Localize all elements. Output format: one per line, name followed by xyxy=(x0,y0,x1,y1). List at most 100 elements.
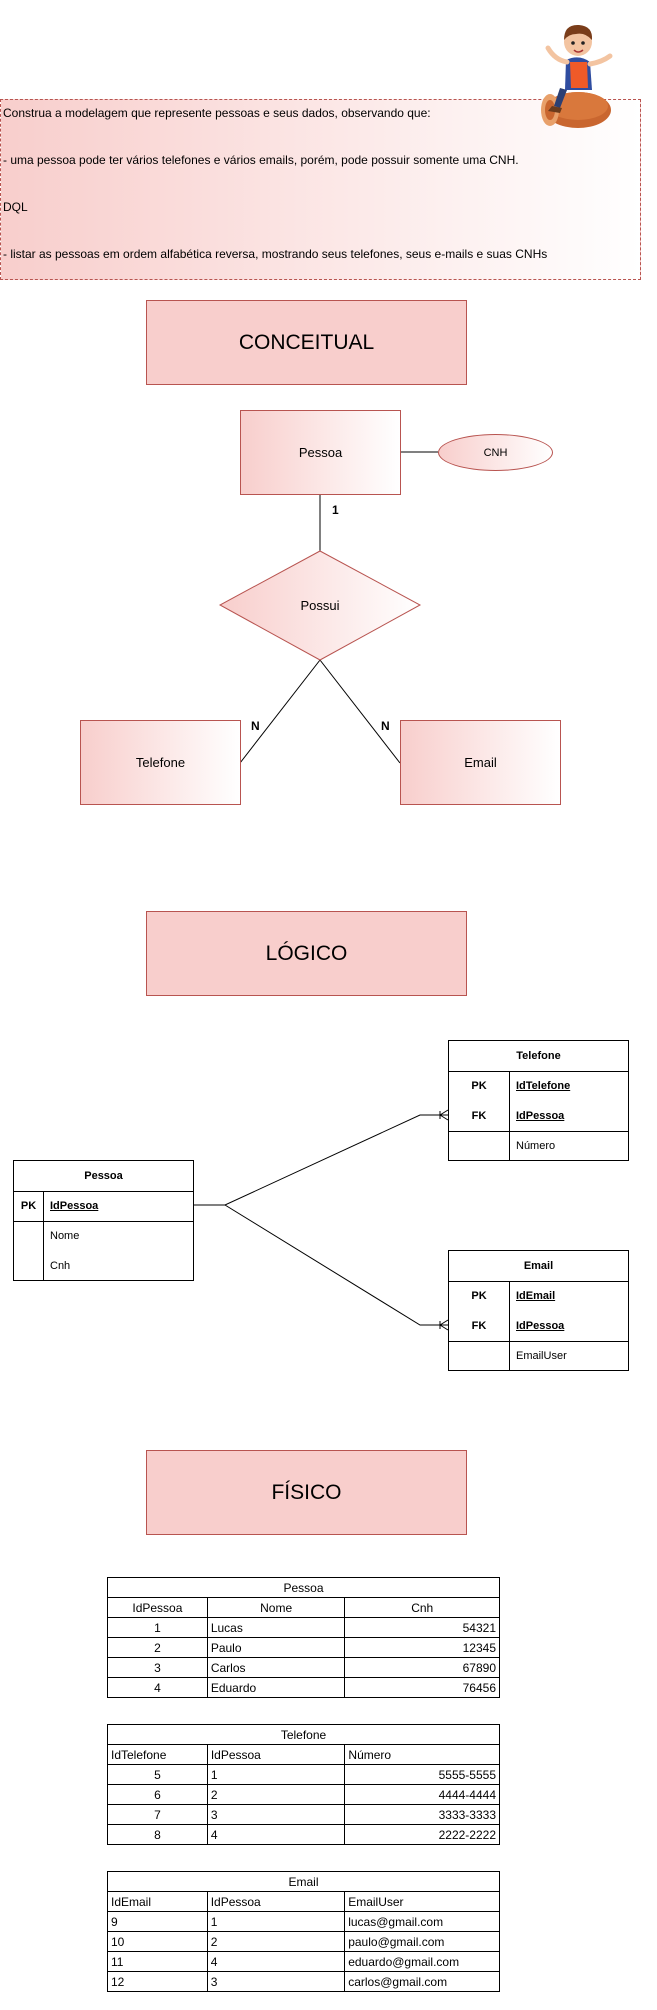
logical-table-telefone: Telefone PK IdTelefone FK IdPessoa Númer… xyxy=(448,1040,629,1161)
table-row: 7 3 3333-3333 xyxy=(107,1804,500,1825)
table-row: 1 Lucas 54321 xyxy=(107,1617,500,1638)
field-name: Cnh xyxy=(50,1260,71,1272)
table-cell: 3 xyxy=(206,1804,346,1825)
pessoa-telefone-relation xyxy=(193,1114,450,1206)
row-separator xyxy=(449,1131,628,1132)
column-divider xyxy=(509,1281,510,1370)
pk-label: PK xyxy=(471,1290,487,1302)
table-cell: Lucas xyxy=(206,1617,346,1638)
pk-row: PK IdEmail xyxy=(449,1281,628,1311)
table-cell: 5 xyxy=(107,1764,208,1785)
boy-on-log-illustration xyxy=(541,24,613,128)
table-caption: Pessoa xyxy=(107,1577,500,1598)
cardinality-n: N xyxy=(251,719,260,733)
table-cell: carlos@gmail.com xyxy=(344,1971,500,1992)
table-cell: 3 xyxy=(107,1657,208,1678)
entity-telefone: Telefone xyxy=(80,720,241,805)
fk-label: FK xyxy=(471,1110,487,1122)
table-cell: 12345 xyxy=(344,1637,500,1658)
fk-row: FK IdPessoa xyxy=(449,1101,628,1131)
pk-field: IdTelefone xyxy=(516,1080,571,1092)
table-row: 3 Carlos 67890 xyxy=(107,1657,500,1678)
pk-label: PK xyxy=(20,1200,37,1212)
field-row: Número xyxy=(449,1131,628,1161)
attribute-cnh: CNH xyxy=(438,434,553,471)
fk-label: FK xyxy=(471,1320,487,1332)
task-line: DQL xyxy=(3,200,28,214)
table-cell: 6 xyxy=(107,1784,208,1805)
table-cell: paulo@gmail.com xyxy=(344,1931,500,1952)
relationship-possui: Possui xyxy=(300,597,340,613)
physical-table-pessoa: Pessoa IdPessoa Nome Cnh 1 Lucas 54321 2… xyxy=(107,1577,500,1698)
table-row: 10 2 paulo@gmail.com xyxy=(107,1931,500,1952)
table-cell: 10 xyxy=(107,1931,208,1952)
column-header: Nome xyxy=(206,1597,346,1618)
entity-email: Email xyxy=(400,720,561,805)
physical-table-email: Email IdEmail IdPessoa EmailUser 9 1 luc… xyxy=(107,1871,500,1992)
table-cell: 3333-3333 xyxy=(344,1804,500,1825)
possui-diamond xyxy=(218,550,422,661)
column-header: Cnh xyxy=(344,1597,500,1618)
logical-table-email: Email PK IdEmail FK IdPessoa EmailUser xyxy=(448,1250,629,1371)
pk-field: IdEmail xyxy=(516,1290,556,1302)
task-line: - listar as pessoas em ordem alfabética … xyxy=(3,247,548,261)
table-cell: 2 xyxy=(206,1784,346,1805)
table-caption: Email xyxy=(107,1871,500,1892)
table-title: Pessoa xyxy=(14,1161,193,1192)
task-line: Construa a modelagem que represente pess… xyxy=(3,106,431,120)
pk-label: PK xyxy=(471,1080,487,1092)
table-cell: 54321 xyxy=(344,1617,500,1638)
pk-row: PK IdPessoa xyxy=(14,1191,193,1221)
relationship-connector xyxy=(239,659,321,764)
column-divider xyxy=(509,1071,510,1160)
table-row: 8 4 2222-2222 xyxy=(107,1824,500,1845)
table-cell: 9 xyxy=(107,1911,208,1932)
column-header: IdEmail xyxy=(107,1891,208,1912)
column-header: IdPessoa xyxy=(107,1597,208,1618)
table-cell: 12 xyxy=(107,1971,208,1992)
column-header: IdPessoa xyxy=(206,1891,346,1912)
table-row: 4 Eduardo 76456 xyxy=(107,1677,500,1698)
field-row: EmailUser xyxy=(449,1341,628,1371)
physical-table-telefone: Telefone IdTelefone IdPessoa Número 5 1 … xyxy=(107,1724,500,1845)
section-title-conceitual: CONCEITUAL xyxy=(146,300,467,385)
column-header: Número xyxy=(344,1744,500,1765)
column-header: IdTelefone xyxy=(107,1744,208,1765)
logical-table-pessoa: Pessoa PK IdPessoa Nome Cnh xyxy=(13,1160,194,1281)
table-cell: eduardo@gmail.com xyxy=(344,1951,500,1972)
pk-row: PK IdTelefone xyxy=(449,1071,628,1101)
table-row: 2 Paulo 12345 xyxy=(107,1637,500,1658)
table-row: 6 2 4444-4444 xyxy=(107,1784,500,1805)
table-row: 9 1 lucas@gmail.com xyxy=(107,1911,500,1932)
row-separator xyxy=(14,1221,193,1222)
fk-field: IdPessoa xyxy=(516,1110,565,1122)
table-cell: 1 xyxy=(206,1911,346,1932)
table-cell: 1 xyxy=(107,1617,208,1638)
cardinality-n: N xyxy=(381,719,390,733)
row-separator xyxy=(449,1341,628,1342)
column-divider xyxy=(43,1191,44,1280)
relationship-connector xyxy=(319,659,401,764)
fk-field: IdPessoa xyxy=(516,1320,565,1332)
table-cell: Eduardo xyxy=(206,1677,346,1698)
column-header: IdPessoa xyxy=(206,1744,346,1765)
table-cell: 2 xyxy=(206,1931,346,1952)
table-cell: 4 xyxy=(107,1677,208,1698)
table-cell: 2 xyxy=(107,1637,208,1658)
table-cell: 76456 xyxy=(344,1677,500,1698)
field-row: Nome xyxy=(14,1221,193,1251)
table-cell: 4 xyxy=(206,1951,346,1972)
entity-pessoa: Pessoa xyxy=(240,410,401,495)
section-title-fisico: FÍSICO xyxy=(146,1450,467,1535)
cardinality-1: 1 xyxy=(332,503,339,517)
task-line: - uma pessoa pode ter vários telefones e… xyxy=(3,153,519,167)
table-cell: 67890 xyxy=(344,1657,500,1678)
table-row: 11 4 eduardo@gmail.com xyxy=(107,1951,500,1972)
field-name: Número xyxy=(516,1140,556,1152)
table-row: 5 1 5555-5555 xyxy=(107,1764,500,1785)
table-cell: 7 xyxy=(107,1804,208,1825)
table-cell: 11 xyxy=(107,1951,208,1972)
field-row: Cnh xyxy=(14,1251,193,1281)
table-cell: lucas@gmail.com xyxy=(344,1911,500,1932)
